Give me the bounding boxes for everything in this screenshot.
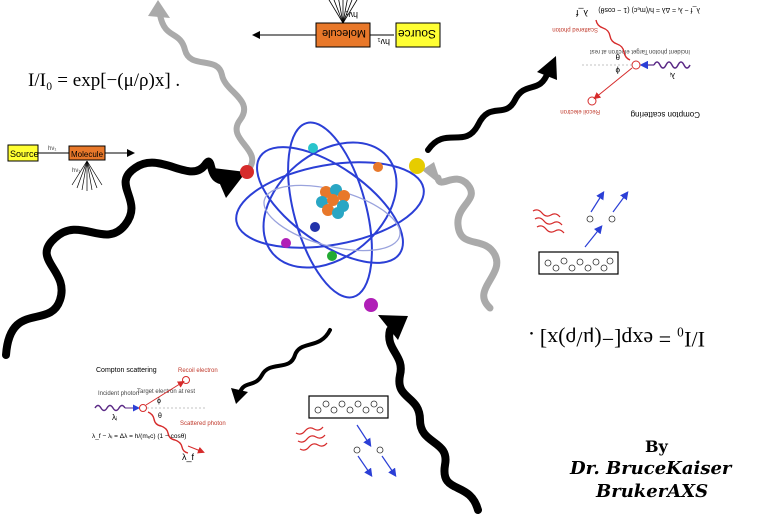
source-label-top: Source — [398, 27, 436, 41]
equation-attenuation-mirrored-group: I/I₀ = exp[−(μ/ρ)x] . — [529, 327, 705, 352]
target-electron-left — [139, 404, 147, 412]
equation-attenuation: I/I₀ = exp[−(μ/ρ)x] . — [28, 70, 180, 91]
incident-photon-wave-left — [94, 404, 126, 412]
recoil-electron-right — [587, 96, 597, 106]
molecule-box-left — [68, 145, 106, 161]
compton-right-phi: ϕ — [615, 66, 620, 75]
electron-magenta — [364, 298, 378, 312]
photon-wave-bottom-left — [2, 157, 246, 359]
compton-left-lambda-f: λ_f — [182, 452, 195, 462]
compton-right-lambda-f: λ_f — [575, 8, 588, 18]
spectroscopy-diagram-top: Source Molecule hν₁ hν₁ — [252, 0, 441, 48]
photon-wave-right — [422, 162, 501, 312]
electron-purple — [281, 238, 291, 248]
compton-left-incident: Incident photon — [98, 391, 139, 397]
compton-right-title: Compton scattering — [631, 110, 700, 119]
electron-orange — [373, 162, 383, 172]
molecule-box-top — [315, 22, 371, 48]
equation-attenuation-mirrored: I/I₀ = exp[−(μ/ρ)x] . — [529, 327, 705, 352]
photoelectric-diagram-right — [532, 190, 629, 275]
electron-cyan — [308, 143, 318, 153]
electron-green — [327, 251, 337, 261]
credit-company: BrukerAXS — [596, 481, 709, 502]
source-label-left: Source — [10, 149, 39, 159]
hv-in-label-top: hν₁ — [377, 37, 390, 47]
source-box-left — [7, 144, 39, 162]
compton-right-scattered: Scattered photon — [552, 26, 598, 32]
photon-wave-top-left — [148, 0, 256, 173]
scattered-photon-wave-left — [147, 411, 189, 454]
compton-right-target: Target electron at rest — [590, 48, 648, 54]
compton-left-lambda-i: λᵢ — [112, 413, 117, 422]
compton-right-incident: Incident photon — [649, 48, 690, 54]
hv-out-label-left: hν₁ — [72, 168, 80, 174]
source-box-top — [395, 22, 441, 48]
material-slab-right — [538, 251, 619, 275]
photon-wave-bottom-right — [378, 315, 482, 514]
compton-diagram-left: Compton scattering Incident photon λᵢ Ta… — [92, 367, 226, 462]
compton-diagram-right: Compton scattering Incident photon λᵢ Ta… — [552, 6, 700, 119]
electron-blue — [310, 222, 320, 232]
photoelectric-diagram-bottom — [295, 395, 397, 477]
electron-red — [240, 165, 254, 179]
target-electron-right — [631, 60, 641, 70]
credit-by: By — [645, 437, 668, 456]
hv-in-label-left: hν₁ — [48, 146, 56, 152]
incident-photon-wave-right — [653, 61, 691, 69]
compton-left-recoil: Recoil electron — [178, 368, 218, 374]
recoil-electron-left — [182, 376, 190, 384]
compton-left-theta: θ — [158, 413, 162, 420]
photon-wave-bottom-center — [231, 328, 332, 404]
compton-left-phi: ϕ — [157, 398, 161, 405]
compton-right-recoil: Recoil electron — [560, 108, 600, 114]
hv-out-label-top: hν₁ — [345, 10, 358, 20]
molecule-label-top: Molecule — [322, 27, 366, 39]
electron-yellow — [409, 158, 425, 174]
compton-left-title: Compton scattering — [96, 367, 157, 374]
credit-name: Dr. BruceKaiser — [570, 458, 732, 479]
molecule-label-left: Molecule — [71, 150, 104, 159]
compton-right-formula: λ_f − λᵢ = Δλ = h/(mₑc) (1 − cosθ) — [598, 6, 700, 13]
material-slab-bottom — [308, 395, 389, 419]
scattered-photon-wave-right — [595, 19, 631, 61]
compton-right-lambda-i: λᵢ — [670, 71, 675, 80]
compton-left-formula: λ_f − λᵢ = Δλ = h/(mₑc) (1 − cosθ) — [92, 433, 186, 440]
spectroscopy-diagram-left: Source Molecule hν₁ hν₁ — [7, 144, 135, 191]
compton-left-scattered: Scattered photon — [180, 421, 226, 427]
atom-model — [235, 121, 425, 312]
photon-wave-top-right — [425, 56, 557, 153]
atom-nucleus — [316, 184, 350, 219]
compton-right-theta: θ — [615, 52, 620, 61]
